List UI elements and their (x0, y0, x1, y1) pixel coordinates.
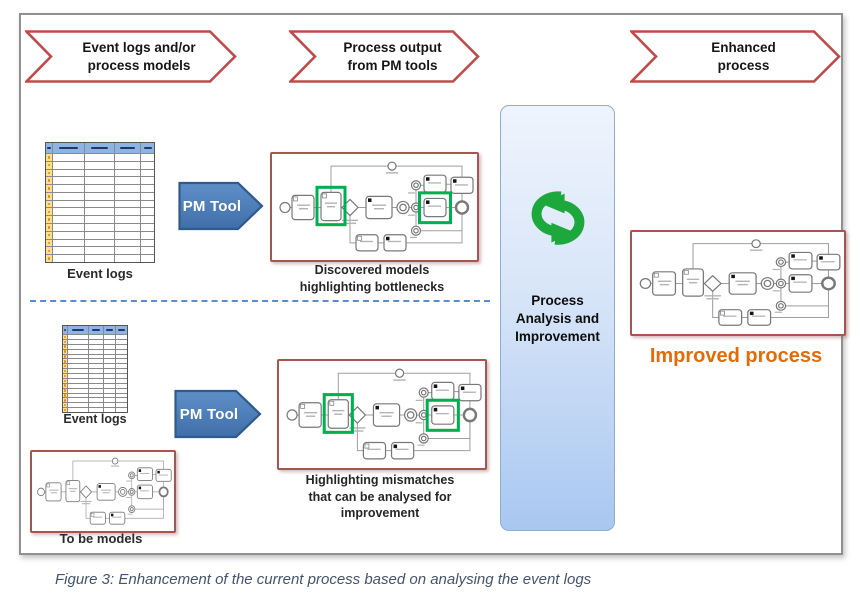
chevron-shape (25, 30, 237, 83)
recycle-arrows-icon (531, 191, 584, 245)
pm-tool-label: PM Tool (179, 405, 239, 423)
chevron-shape (289, 30, 480, 83)
pm-tool-label: PM Tool (182, 197, 242, 215)
pm-tool-arrow-top: PM Tool (178, 180, 264, 232)
banner-process-output: Process output from PM tools (289, 30, 480, 83)
figure-caption: Figure 3: Enhancement of the current pro… (55, 571, 592, 588)
banner-enhanced-process: Enhanced process (630, 30, 841, 83)
improved-process-diagram (630, 230, 846, 336)
chevron-shape (630, 30, 841, 83)
bpmn-mini-diagram (286, 368, 482, 460)
banner-event-logs: Event logs and/or process models (25, 30, 237, 83)
discovered-model-diagram (270, 152, 479, 262)
banner-label: Event logs and/or process models (82, 39, 196, 73)
to-be-models-diagram (30, 450, 176, 533)
bpmn-mini-diagram (279, 161, 474, 252)
process-analysis-panel: Process Analysis and Improvement (500, 105, 615, 531)
improved-process-label: Improved process (649, 345, 823, 367)
bpmn-mini-diagram (37, 457, 172, 525)
discovered-model-caption: Discovered models highlighting bottlenec… (299, 263, 445, 294)
mismatch-model-diagram (277, 359, 487, 470)
arrow-pentagon-shape (178, 181, 264, 231)
event-log-table-bottom (62, 325, 128, 413)
pm-tool-arrow-bottom: PM Tool (174, 388, 262, 440)
dashed-divider (30, 300, 490, 302)
mismatch-model-caption: Highlighting mismatches that can be anal… (305, 473, 455, 520)
event-logs-label-bottom: Event logs (63, 412, 127, 426)
event-logs-label-top: Event logs (67, 266, 133, 281)
event-log-table-top (45, 142, 155, 263)
bpmn-mini-diagram (639, 239, 841, 326)
banner-label: Process output from PM tools (343, 39, 442, 73)
process-analysis-label: Process Analysis and Improvement (515, 293, 600, 345)
banner-label: Enhanced process (711, 39, 776, 73)
to-be-models-label: To be models (59, 531, 143, 546)
arrow-pentagon-shape (174, 389, 262, 439)
